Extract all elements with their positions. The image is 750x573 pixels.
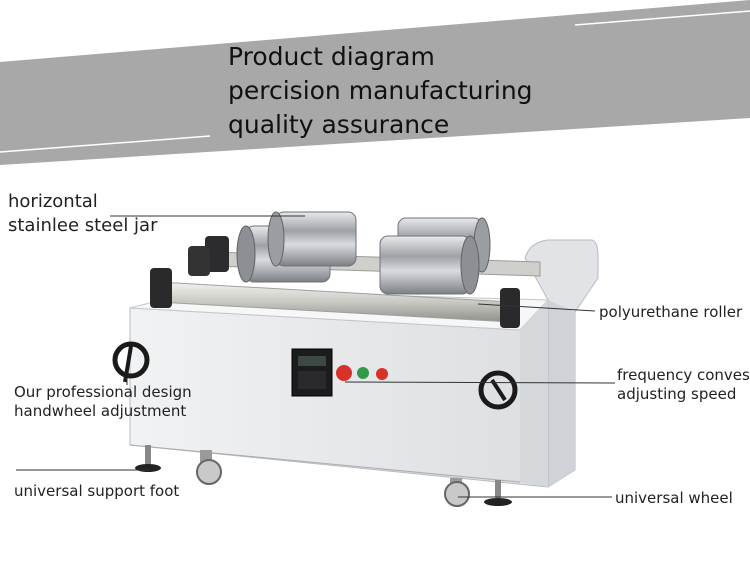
control-panel: [291, 348, 388, 397]
caster-wheel-right: [444, 478, 470, 507]
support-foot-left: [135, 445, 161, 472]
label-support-foot-text: universal support foot: [14, 482, 180, 500]
label-steel-jar-line-1: horizontal: [8, 191, 98, 212]
support-foot-right: [484, 480, 512, 506]
label-polyurethane-roller-text: polyurethane roller: [599, 303, 743, 321]
title-banner: [0, 0, 750, 165]
stop-button: [336, 365, 352, 381]
steel-jar-left-back: [267, 211, 357, 267]
start-button: [357, 367, 369, 379]
label-frequency-line-2: adjusting speed: [617, 385, 737, 403]
label-polyurethane-roller: polyurethane roller: [599, 303, 742, 322]
label-steel-jar: horizontal stainlee steel jar: [8, 190, 157, 238]
handwheel-right: [478, 370, 518, 410]
steel-jar-right-front: [379, 235, 480, 295]
label-support-foot: universal support foot: [14, 482, 179, 501]
reset-button: [376, 368, 388, 380]
label-frequency-line-1: frequency convesi: [617, 366, 750, 384]
caster-wheel-left: [196, 450, 222, 485]
side-housing: [524, 239, 599, 488]
banner-line-1: Product diagram: [228, 42, 435, 71]
label-handwheel-line-1: Our professional design: [14, 383, 192, 401]
banner-line-3: quality assurance: [228, 110, 450, 139]
label-universal-wheel: universal wheel: [615, 489, 733, 508]
banner-line-2: percision manufacturing: [228, 76, 533, 105]
label-handwheel: Our professional design handwheel adjust…: [14, 383, 192, 421]
label-handwheel-line-2: handwheel adjustment: [14, 402, 187, 420]
label-universal-wheel-text: universal wheel: [615, 489, 733, 507]
machine-body: [129, 289, 550, 488]
leader-line-roller: [477, 303, 596, 312]
handwheel-left: [112, 341, 150, 383]
label-steel-jar-line-2: stainlee steel jar: [8, 215, 158, 236]
leader-line-frequency: [344, 381, 616, 384]
banner-title: Product diagram percision manufacturing …: [228, 40, 533, 142]
polyurethane-roller: [150, 268, 520, 328]
label-frequency-conversion: frequency convesi adjusting speed: [617, 366, 750, 404]
